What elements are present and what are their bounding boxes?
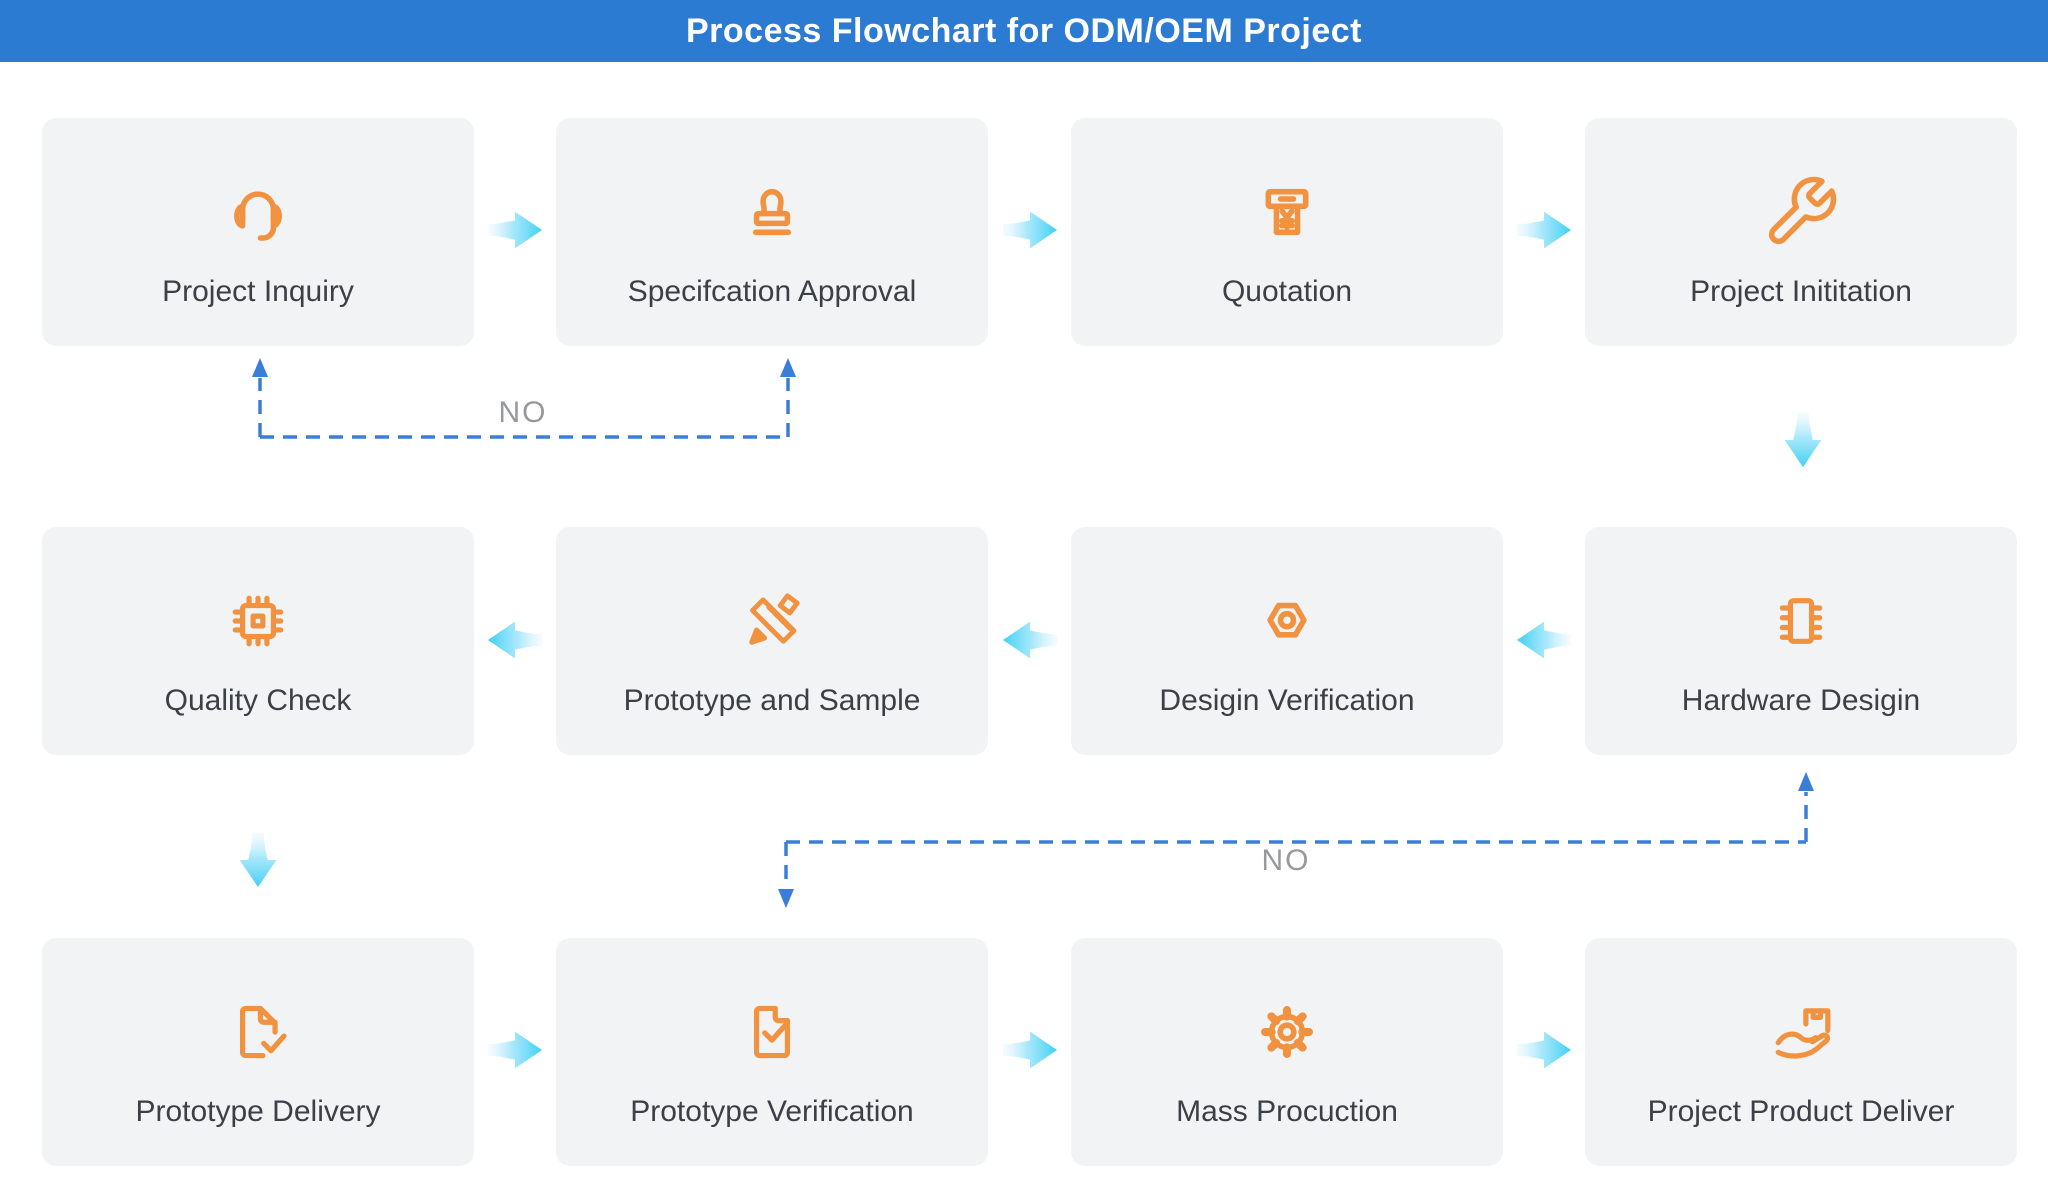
hand-box-icon — [1762, 993, 1840, 1071]
cash-voucher-icon — [1248, 173, 1326, 251]
header-bar: Process Flowchart for ODM/OEM Project — [0, 0, 2048, 62]
card-label: Mass Procuction — [1176, 1095, 1398, 1128]
flow-arrow-left-icon — [1515, 614, 1573, 666]
document-check-icon — [219, 993, 297, 1071]
flow-arrow-right-icon — [1515, 1024, 1573, 1076]
gear-icon — [1248, 993, 1326, 1071]
no-label-1: NO — [498, 396, 548, 429]
document-check-inside-icon — [733, 993, 811, 1071]
card-label: Prototype Verification — [630, 1095, 914, 1128]
card-label: Hardware Desigin — [1681, 684, 1921, 717]
card-mass-production: Mass Procuction — [1071, 938, 1503, 1166]
flow-arrow-right-icon — [1001, 1024, 1059, 1076]
wrench-icon — [1762, 173, 1840, 251]
card-label: Project Inititation — [1690, 275, 1912, 308]
card-label: Quotation — [1221, 275, 1353, 308]
hex-nut-icon — [1248, 582, 1326, 660]
card-label: Project Product Deliver — [1647, 1095, 1955, 1128]
flow-arrow-right-icon — [1515, 204, 1573, 256]
card-hardware-design: Hardware Desigin — [1585, 527, 2017, 755]
flow-arrow-down-icon — [232, 831, 284, 889]
card-prototype-delivery: Prototype Delivery — [42, 938, 474, 1166]
card-project-inquiry: Project Inquiry — [42, 118, 474, 346]
card-label: Quality Check — [164, 684, 352, 717]
flow-arrow-right-icon — [1001, 204, 1059, 256]
card-project-product-deliver: Project Product Deliver — [1585, 938, 2017, 1166]
card-specification-approval: Specifcation Approval — [556, 118, 988, 346]
card-label: Desigin Verification — [1159, 684, 1415, 717]
card-design-verification: Desigin Verification — [1071, 527, 1503, 755]
card-quality-check: Quality Check — [42, 527, 474, 755]
card-quotation: Quotation — [1071, 118, 1503, 346]
card-label: Project Inquiry — [162, 275, 354, 308]
card-label: Prototype Delivery — [135, 1095, 381, 1128]
card-prototype-verification: Prototype Verification — [556, 938, 988, 1166]
card-label: Prototype and Sample — [623, 684, 921, 717]
card-project-initiation: Project Inititation — [1585, 118, 2017, 346]
flow-arrow-right-icon — [486, 204, 544, 256]
card-label: Specifcation Approval — [627, 275, 917, 308]
card-prototype-and-sample: Prototype and Sample — [556, 527, 988, 755]
headset-icon — [219, 173, 297, 251]
stamp-icon — [733, 173, 811, 251]
flow-arrow-down-icon — [1777, 411, 1829, 469]
ic-chip-icon — [1762, 582, 1840, 660]
no-label-2: NO — [1261, 844, 1311, 877]
page-title: Process Flowchart for ODM/OEM Project — [686, 11, 1362, 50]
flow-arrow-left-icon — [486, 614, 544, 666]
cpu-chip-icon — [219, 582, 297, 660]
flow-arrow-left-icon — [1001, 614, 1059, 666]
flow-arrow-right-icon — [486, 1024, 544, 1076]
no-feedback-connector-2 — [778, 772, 1814, 908]
ruler-pencil-icon — [733, 582, 811, 660]
